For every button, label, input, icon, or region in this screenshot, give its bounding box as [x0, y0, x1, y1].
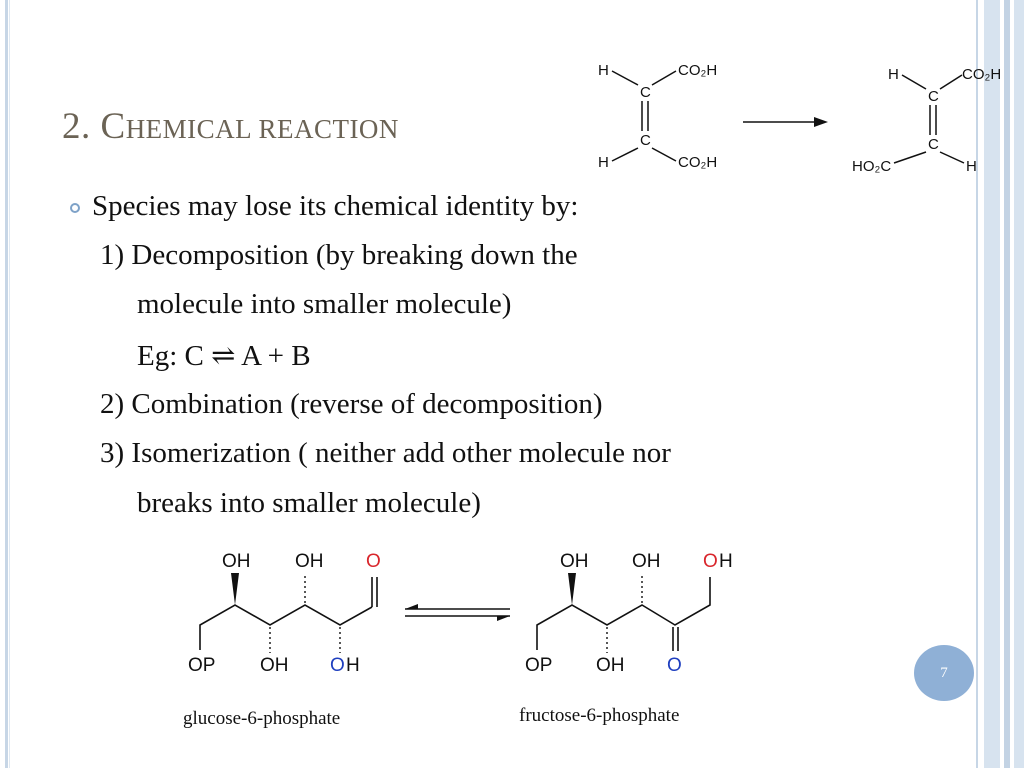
slide-title: 2. CHEMICAL REACTION [62, 105, 399, 148]
cis-isomer: H C C H CO₂H CO₂H [598, 62, 717, 171]
glucose-oh-1: OH [222, 551, 251, 572]
left-c-bottom: C [640, 132, 651, 149]
item-isomerization-line1: 3) Isomerization ( neither add other mol… [100, 437, 671, 469]
glucose-caption: glucose-6-phosphate [183, 708, 341, 729]
slide-frame-right [976, 0, 1024, 768]
glucose-structure: OH OH O OP OH O H [188, 551, 381, 676]
slide-frame-left-inner [9, 0, 10, 768]
trans-isomer: H C C H CO₂H HO₂C [852, 66, 1001, 175]
fructose-o-bottom: O [667, 655, 682, 676]
glucose-oh4-o: O [330, 655, 345, 676]
left-h-bottom: H [598, 154, 609, 171]
right-co2h-top: CO₂H [962, 66, 1001, 83]
fructose-oh-2: OH [632, 551, 661, 572]
right-ho2c-bottom: HO₂C [852, 158, 891, 175]
item-decomposition-example: Eg: C ⇌ A + B [137, 340, 311, 372]
bottom-reaction-diagram: OH OH O OP OH O H OH OH O H OP OH O [188, 551, 733, 676]
top-reaction-diagram: H C C H CO₂H CO₂H H C C H CO₂H HO₂C [598, 62, 1001, 175]
right-h-bottom: H [966, 158, 977, 175]
item-combination: 2) Combination (reverse of decomposition… [100, 388, 603, 420]
glucose-oh-2: OH [295, 551, 324, 572]
slide-frame-left [5, 0, 8, 768]
title-rest-2: REACTION [258, 114, 399, 144]
fructose-oh-4: OH [596, 655, 625, 676]
right-c-bottom: C [928, 136, 939, 153]
glucose-oh-3: OH [260, 655, 289, 676]
title-rest-1: HEMICAL [125, 114, 259, 144]
fructose-oh3-o: O [703, 551, 718, 572]
fructose-oh-1: OH [560, 551, 589, 572]
fructose-op: OP [525, 655, 552, 676]
glucose-oh4-h: H [346, 655, 360, 676]
right-arrow-icon [743, 117, 828, 127]
item-decomposition-line1: 1) Decomposition (by breaking down the [100, 239, 578, 271]
glucose-o-top: O [366, 551, 381, 572]
right-c-top: C [928, 88, 939, 105]
title-cap: C [100, 106, 126, 147]
page-number-badge: 7 [914, 645, 974, 701]
fructose-caption: fructose-6-phosphate [519, 705, 680, 726]
fructose-structure: OH OH O H OP OH O [525, 551, 733, 676]
left-co2h-top: CO₂H [678, 62, 717, 79]
equilibrium-arrows-icon [405, 604, 510, 621]
title-number: 2. [62, 106, 101, 147]
left-c-top: C [640, 84, 651, 101]
right-h-top: H [888, 66, 899, 83]
item-isomerization-line2: breaks into smaller molecule) [137, 487, 481, 519]
left-h-top: H [598, 62, 609, 79]
fructose-oh3-h: H [719, 551, 733, 572]
bullet-intro: Species may lose its chemical identity b… [92, 190, 579, 222]
glucose-op: OP [188, 655, 215, 676]
left-co2h-bottom: CO₂H [678, 154, 717, 171]
item-decomposition-line2: molecule into smaller molecule) [137, 288, 512, 320]
hollow-circle-bullet-icon [70, 203, 80, 213]
